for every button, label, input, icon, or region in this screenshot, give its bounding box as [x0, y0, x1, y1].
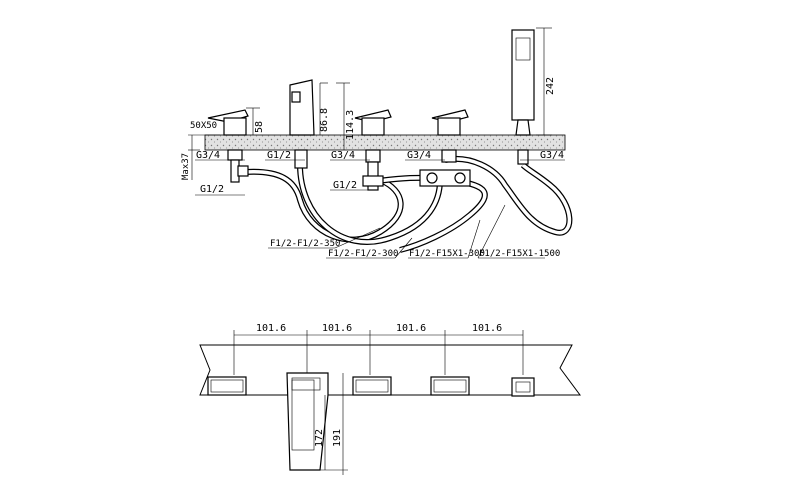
hose-f15-1500-label: F1/2-F15X1-1500 [479, 249, 560, 259]
side-dimension-lines [188, 27, 565, 259]
handle-height-label: 58 [254, 121, 265, 133]
cutout-size-label: 50X50 [190, 121, 217, 131]
left-valve [207, 109, 249, 183]
spout-length-172-label: 172 [314, 429, 325, 447]
hose-f15-1500-core [444, 157, 572, 235]
middle-handle-top [352, 376, 392, 396]
thread-shower-label: G3/4 [540, 150, 564, 161]
spout-top [286, 372, 329, 471]
thread-left-top-label: G3/4 [196, 150, 220, 161]
spacing-1-label: 101.6 [256, 323, 286, 334]
hose-300-label: F1/2-F1/2-300 [328, 249, 398, 259]
spout-total-height-label: 114.3 [345, 110, 356, 140]
hose-f15-300-core [369, 176, 487, 252]
diverter-handle-top [430, 376, 470, 396]
thread-mid-bottom-label: G1/2 [333, 180, 357, 191]
hoses [244, 155, 573, 253]
spout [289, 79, 315, 169]
spacing-2-label: 101.6 [322, 323, 352, 334]
shower-holder-top [511, 377, 535, 397]
thread-spout-label: G1/2 [267, 150, 291, 161]
thread-left-bottom-label: G1/2 [200, 184, 224, 195]
hand-shower-height-label: 242 [545, 77, 556, 95]
diverter-valve [419, 109, 471, 187]
deck-slab [204, 134, 566, 151]
hand-shower [511, 29, 535, 165]
thread-mid-top-label: G3/4 [331, 150, 355, 161]
top-view: 101.6 101.6 101.6 101.6 172 [199, 323, 581, 475]
middle-valve [354, 109, 392, 191]
spout-upper-height-label: 86.8 [319, 108, 330, 132]
hose-300-core [298, 164, 442, 244]
max-deck-label: Max37 [181, 153, 191, 180]
spacing-3-label: 101.6 [396, 323, 426, 334]
side-view: 50X50 Max37 58 86.8 114.3 242 G3/4 G1/2 … [181, 27, 573, 259]
deck-top-outline [199, 344, 581, 396]
hose-f15-300-label: F1/2-F15X1-300 [409, 249, 485, 259]
spout-length-191-label: 191 [332, 429, 343, 447]
hose-350-label: F1/2-F1/2-350 [270, 239, 340, 249]
spacing-4-label: 101.6 [472, 323, 502, 334]
thread-right-valve-label: G3/4 [407, 150, 431, 161]
left-handle-top [207, 376, 247, 396]
